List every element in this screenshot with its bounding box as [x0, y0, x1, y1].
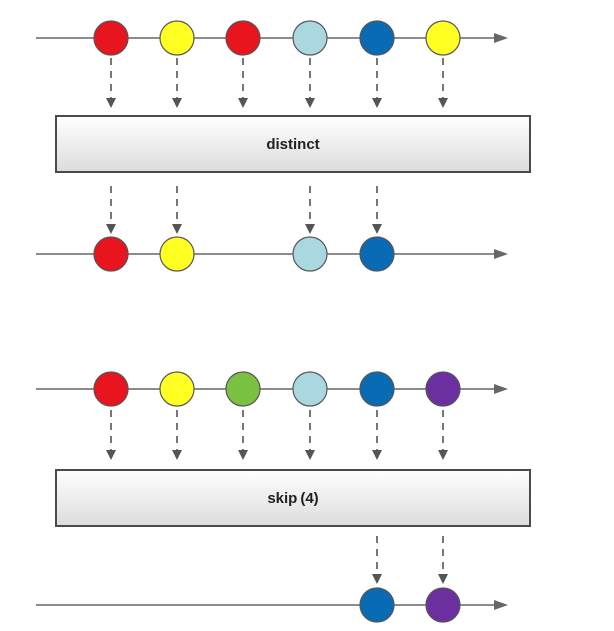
green-marble — [225, 371, 261, 407]
dashed-arrow-head — [372, 450, 382, 460]
timeline-arrowhead — [494, 33, 508, 43]
yellow-marble — [159, 236, 195, 272]
dashed-arrow-head — [238, 98, 248, 108]
red-marble — [93, 20, 129, 56]
skip-operator-box: skip (4) — [55, 469, 531, 527]
blue-marble — [359, 236, 395, 272]
skip-input-timeline — [36, 371, 508, 407]
yellow-marble — [159, 371, 195, 407]
operator-label: skip (4) — [267, 490, 318, 507]
purple-marble — [425, 587, 461, 623]
light-blue-marble — [292, 371, 328, 407]
yellow-marble — [425, 20, 461, 56]
operator-box — [55, 115, 531, 173]
red-marble — [225, 20, 261, 56]
timeline-arrowhead — [494, 249, 508, 259]
distinct-output-arrows — [106, 186, 382, 234]
timeline-arrowhead — [494, 600, 508, 610]
dashed-arrow-head — [372, 574, 382, 584]
dashed-arrow-head — [438, 450, 448, 460]
dashed-arrow-head — [106, 450, 116, 460]
dashed-arrow-head — [305, 224, 315, 234]
distinct-input-timeline — [36, 20, 508, 56]
skip-diagram: skip (4) — [36, 371, 531, 623]
timeline-arrowhead — [494, 384, 508, 394]
purple-marble — [425, 371, 461, 407]
dashed-arrow-head — [106, 224, 116, 234]
red-marble — [93, 371, 129, 407]
distinct-output-timeline — [36, 236, 508, 272]
distinct-input-arrows — [106, 58, 448, 108]
dashed-arrow-head — [305, 98, 315, 108]
operator-box — [55, 469, 531, 527]
light-blue-marble — [292, 20, 328, 56]
blue-marble — [359, 371, 395, 407]
skip-output-arrows — [372, 536, 448, 584]
dashed-arrow-head — [172, 224, 182, 234]
blue-marble — [359, 587, 395, 623]
dashed-arrow-head — [305, 450, 315, 460]
dashed-arrow-head — [238, 450, 248, 460]
skip-output-timeline — [36, 587, 508, 623]
dashed-arrow-head — [438, 98, 448, 108]
dashed-arrow-head — [172, 450, 182, 460]
distinct-operator-box: distinct — [55, 115, 531, 173]
distinct-diagram: distinct — [36, 20, 531, 272]
skip-input-arrows — [106, 410, 448, 460]
dashed-arrow-head — [372, 224, 382, 234]
dashed-arrow-head — [172, 98, 182, 108]
light-blue-marble — [292, 236, 328, 272]
operator-label: distinct — [266, 136, 319, 153]
dashed-arrow-head — [106, 98, 116, 108]
yellow-marble — [159, 20, 195, 56]
red-marble — [93, 236, 129, 272]
dashed-arrow-head — [372, 98, 382, 108]
blue-marble — [359, 20, 395, 56]
dashed-arrow-head — [438, 574, 448, 584]
